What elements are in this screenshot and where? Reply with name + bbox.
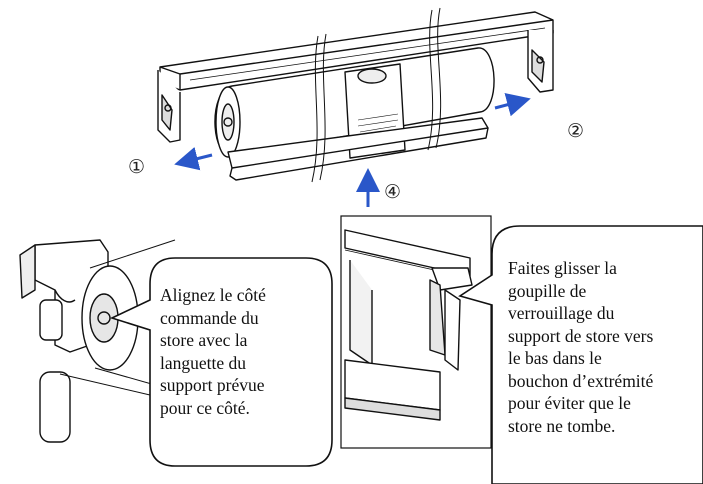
step-label-4: ④ — [384, 182, 402, 203]
step-label-2: ② — [567, 121, 585, 142]
direction-arrows — [174, 93, 531, 207]
left-detail-illustration — [19, 239, 181, 443]
arrow-right — [494, 93, 531, 117]
left-callout-text: Alignez le côté commande du store avec l… — [160, 285, 266, 418]
headrail-assembly — [157, 7, 554, 183]
left-callout-bubble — [109, 257, 333, 467]
right-callout-text: Faites glisser la goupille de verrouilla… — [508, 258, 654, 436]
arrow-left — [174, 146, 213, 171]
right-callout-bubble — [458, 225, 703, 484]
step-label-1: ① — [128, 157, 146, 178]
right-detail-illustration — [344, 229, 473, 421]
